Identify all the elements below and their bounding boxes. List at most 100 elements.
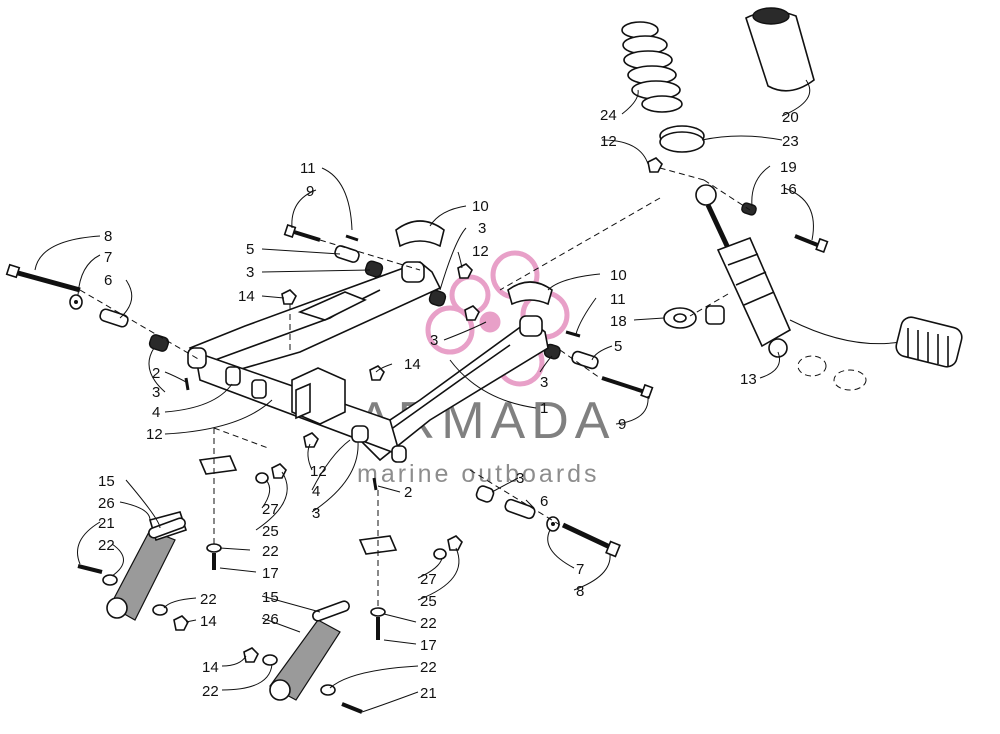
callout-21: 21 [98, 515, 115, 532]
washer-22-a [206, 543, 222, 553]
watermark-subtitle: marine outboards [357, 460, 600, 488]
callout-5: 5 [614, 338, 622, 355]
callout-3: 3 [478, 220, 486, 237]
callout-11: 11 [300, 160, 316, 177]
callout-leaders [34, 79, 814, 713]
callout-3: 3 [430, 332, 438, 349]
callout-23: 23 [782, 133, 799, 150]
callout-13: 13 [740, 371, 757, 388]
callout-14: 14 [238, 288, 255, 305]
callout-22: 22 [420, 659, 437, 676]
washer-22-d [370, 607, 386, 617]
washer-22-f [320, 684, 336, 696]
washer-27-a [255, 472, 269, 484]
bolt-16 [794, 234, 829, 254]
nut-25-a [271, 463, 287, 479]
bolt-8-lower [561, 522, 621, 558]
callout-25: 25 [262, 523, 279, 540]
nut-12-d [647, 157, 663, 173]
shock-absorber-13 [695, 184, 963, 368]
callout-12: 12 [472, 243, 489, 260]
bushing-3-upper [364, 260, 384, 278]
nut-14-b [369, 365, 385, 381]
callout-10: 10 [610, 267, 627, 284]
boot-20 [745, 7, 815, 92]
callout-22: 22 [202, 683, 219, 700]
nut-12-a [457, 263, 473, 279]
pin-2-a [184, 377, 190, 391]
callout-3: 3 [516, 470, 524, 487]
callout-3: 3 [540, 374, 548, 391]
callout-27: 27 [262, 501, 279, 518]
callout-15: 15 [262, 589, 279, 606]
bushing-3-left [148, 334, 170, 352]
callout-20: 20 [782, 109, 799, 126]
bushing-3-mid [428, 289, 447, 307]
callout-25: 25 [420, 593, 437, 610]
bolt-9-lower [601, 376, 654, 400]
callout-9: 9 [618, 416, 626, 433]
callout-11: 11 [610, 291, 626, 308]
callout-2: 2 [152, 365, 160, 382]
callout-10: 10 [472, 198, 489, 215]
callout-3: 3 [246, 264, 254, 281]
washer-27-b [433, 548, 447, 560]
screw-21-b [341, 702, 363, 714]
callout-7: 7 [576, 561, 584, 578]
callout-15: 15 [98, 473, 115, 490]
nut-12-b [464, 305, 480, 321]
callout-4: 4 [152, 404, 160, 421]
callout-21: 21 [420, 685, 437, 702]
callout-22: 22 [200, 591, 217, 608]
retainer-18 [663, 307, 697, 329]
callout-18: 18 [610, 313, 627, 330]
callout-14: 14 [404, 356, 421, 373]
callout-8: 8 [104, 228, 112, 245]
fitting-shock [705, 305, 867, 391]
callout-6: 6 [104, 272, 112, 289]
callout-16: 16 [780, 181, 797, 198]
nut-14-a [281, 289, 297, 305]
nut-14-d [243, 647, 259, 663]
pin-11-b [565, 330, 581, 338]
callout-14: 14 [200, 613, 217, 630]
footrest-left [106, 455, 238, 621]
spacer-5-right [571, 350, 599, 370]
callout-24: 24 [600, 107, 617, 124]
washer-22-c [102, 574, 118, 586]
callout-1: 1 [540, 400, 548, 417]
washer-22-e [262, 654, 278, 666]
pin-2-b [372, 477, 378, 491]
callout-8: 8 [576, 583, 584, 600]
callout-17: 17 [262, 565, 279, 582]
callout-12: 12 [310, 463, 327, 480]
bushing-3-lower [475, 485, 495, 503]
callout-5: 5 [246, 241, 254, 258]
callout-9: 9 [306, 183, 314, 200]
washer-22-b [152, 604, 168, 616]
callout-4: 4 [312, 483, 320, 500]
cap-10-right [507, 281, 553, 306]
callout-12: 12 [600, 133, 617, 150]
callout-26: 26 [262, 611, 279, 628]
callout-22: 22 [420, 615, 437, 632]
bracket-left [297, 291, 367, 321]
callout-12: 12 [146, 426, 163, 443]
spring-seat-23 [659, 125, 705, 153]
callout-labels: 8 7 6 11 9 10 5 3 3 12 14 2 3 4 12 24 12… [98, 107, 799, 702]
assembly-lines [79, 167, 751, 606]
spring-24 [621, 21, 683, 113]
callout-3: 3 [312, 505, 320, 522]
nut-25-b [447, 535, 463, 551]
callout-14: 14 [202, 659, 219, 676]
pin-11-a [345, 234, 359, 242]
screw-21-a [77, 564, 103, 574]
nut-12-e [303, 432, 319, 448]
callout-27: 27 [420, 571, 437, 588]
swing-arm-assembly [187, 261, 549, 463]
washer-7-upper [69, 294, 83, 310]
callout-2: 2 [404, 484, 412, 501]
cap-10-upper [395, 220, 445, 248]
